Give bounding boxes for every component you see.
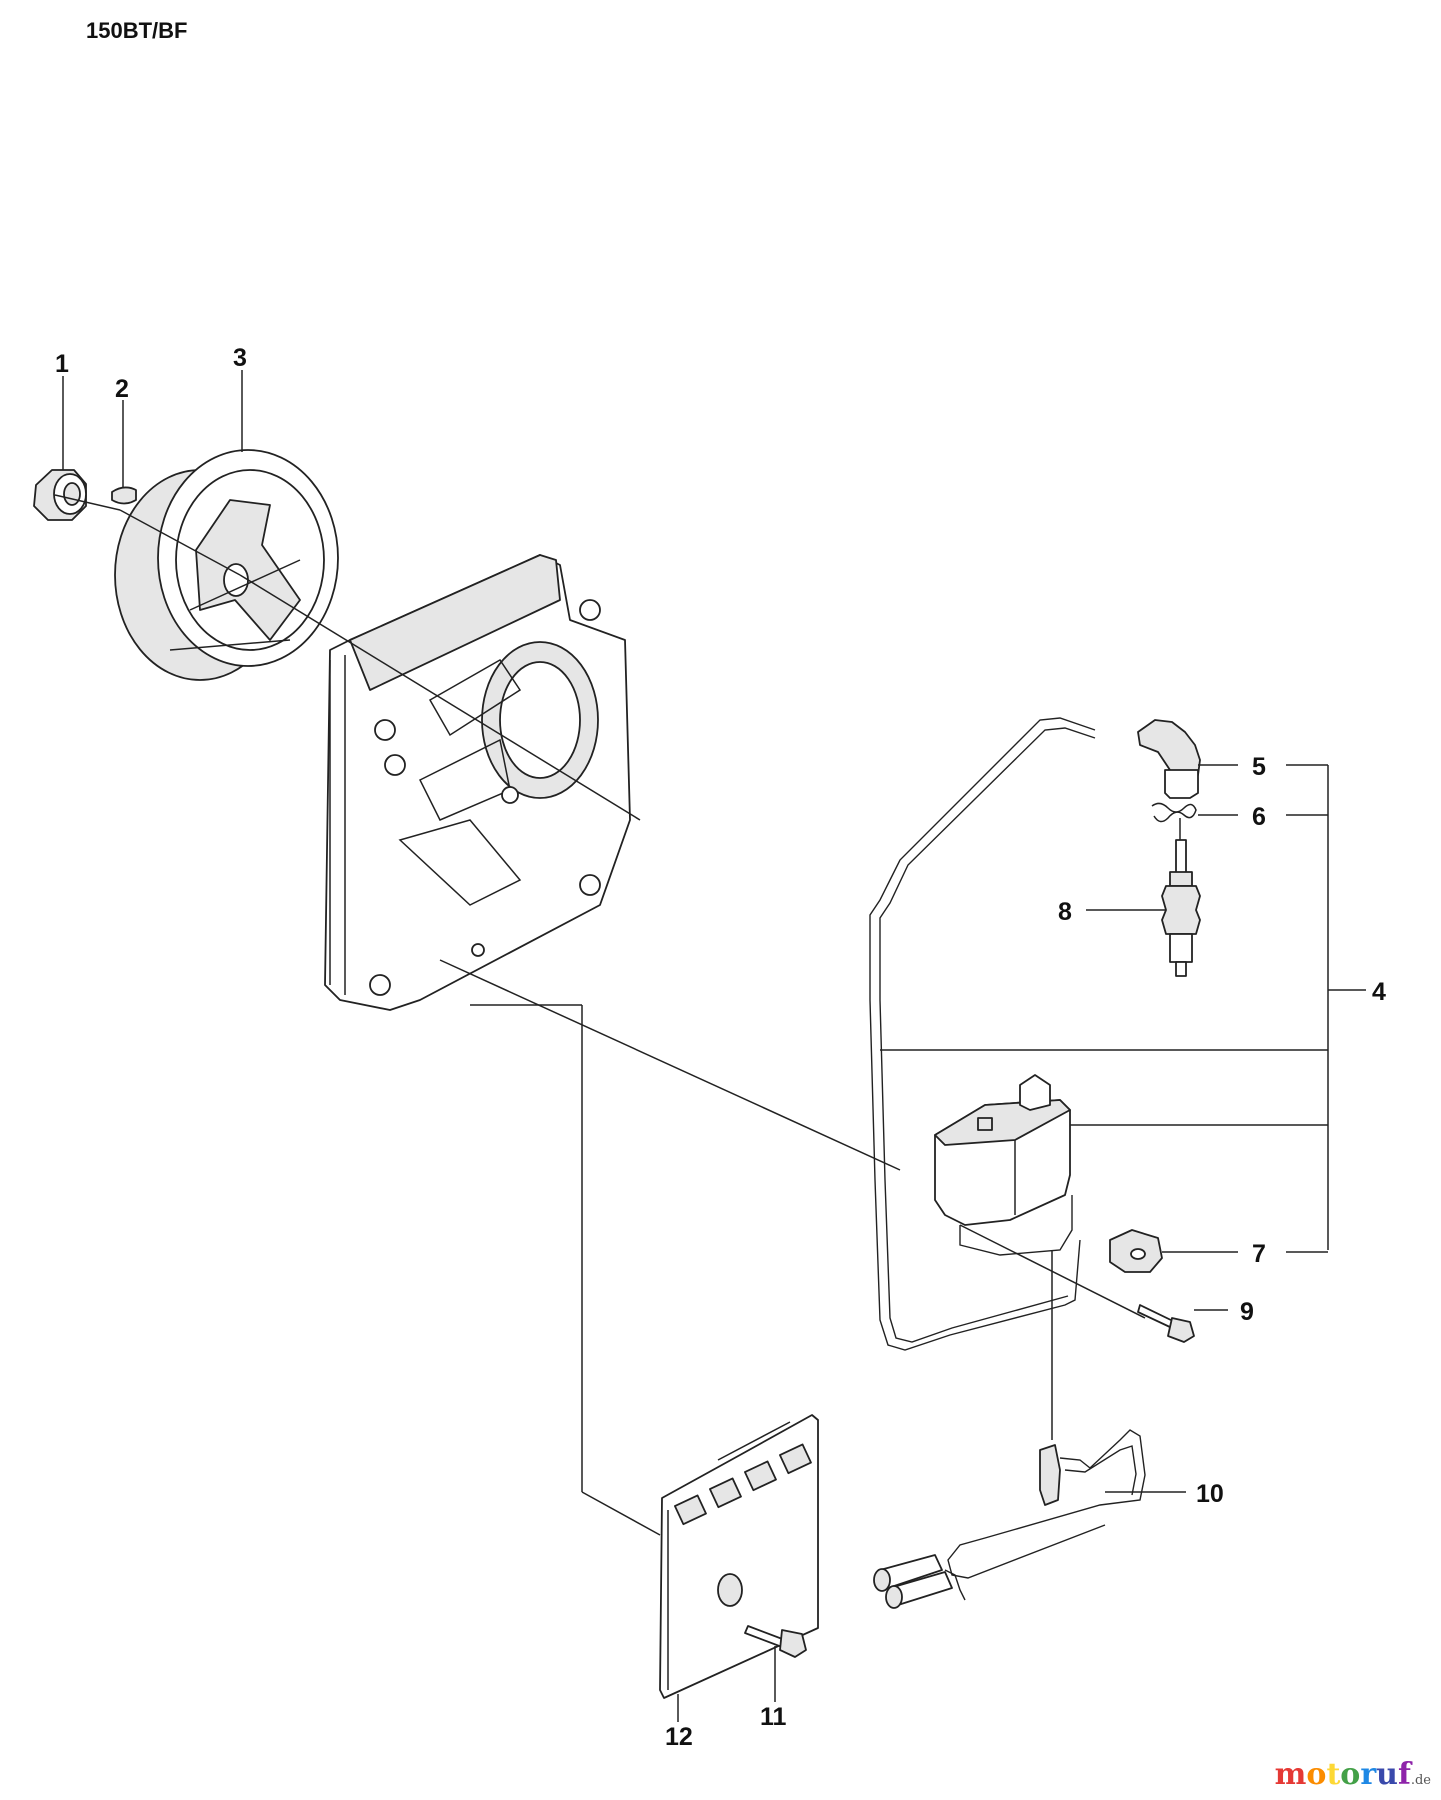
part-ignition-coil — [869, 717, 1096, 1351]
part-spring — [1151, 802, 1197, 823]
callouts: 1 2 3 4 5 6 7 8 9 10 11 12 — [55, 344, 1386, 1751]
callout-7: 7 — [1252, 1240, 1266, 1268]
callout-8: 8 — [1058, 898, 1072, 926]
callout-10: 10 — [1196, 1480, 1224, 1508]
part-switch-cable — [873, 1429, 1146, 1609]
watermark-logo: motoruf.de — [1275, 1757, 1431, 1792]
callout-2: 2 — [115, 375, 129, 403]
callout-9: 9 — [1240, 1298, 1254, 1326]
callout-11: 11 — [760, 1703, 787, 1731]
callout-leaders — [62, 370, 1366, 1722]
part-nut — [33, 469, 87, 521]
watermark-letter: u — [1376, 1757, 1398, 1792]
callout-12: 12 — [665, 1723, 693, 1751]
watermark-letter: o — [1340, 1757, 1361, 1792]
watermark-letter: r — [1360, 1757, 1377, 1792]
part-spark-plug-cap — [1137, 719, 1201, 799]
callout-4: 4 — [1372, 978, 1386, 1006]
watermark-suffix: .de — [1410, 1773, 1431, 1788]
callout-6: 6 — [1252, 803, 1266, 831]
callout-5: 5 — [1252, 753, 1266, 781]
watermark-letter: f — [1397, 1757, 1411, 1792]
part-flywheel — [114, 449, 339, 681]
watermark-letter: m — [1274, 1757, 1307, 1792]
part-spark-plug — [1161, 839, 1201, 977]
callout-1: 1 — [55, 350, 69, 378]
assembly-lines — [54, 494, 1181, 1440]
part-screw-11 — [744, 1625, 807, 1658]
model-title: 150BT/BF — [86, 18, 188, 43]
part-screw-9 — [1137, 1304, 1195, 1343]
part-cover-plate — [659, 1414, 819, 1699]
part-crankcase — [324, 554, 631, 1011]
watermark-letter: o — [1306, 1757, 1327, 1792]
part-key — [111, 486, 137, 505]
part-clip — [1109, 1229, 1163, 1273]
callout-3: 3 — [233, 344, 247, 372]
watermark-letter: t — [1326, 1757, 1341, 1792]
